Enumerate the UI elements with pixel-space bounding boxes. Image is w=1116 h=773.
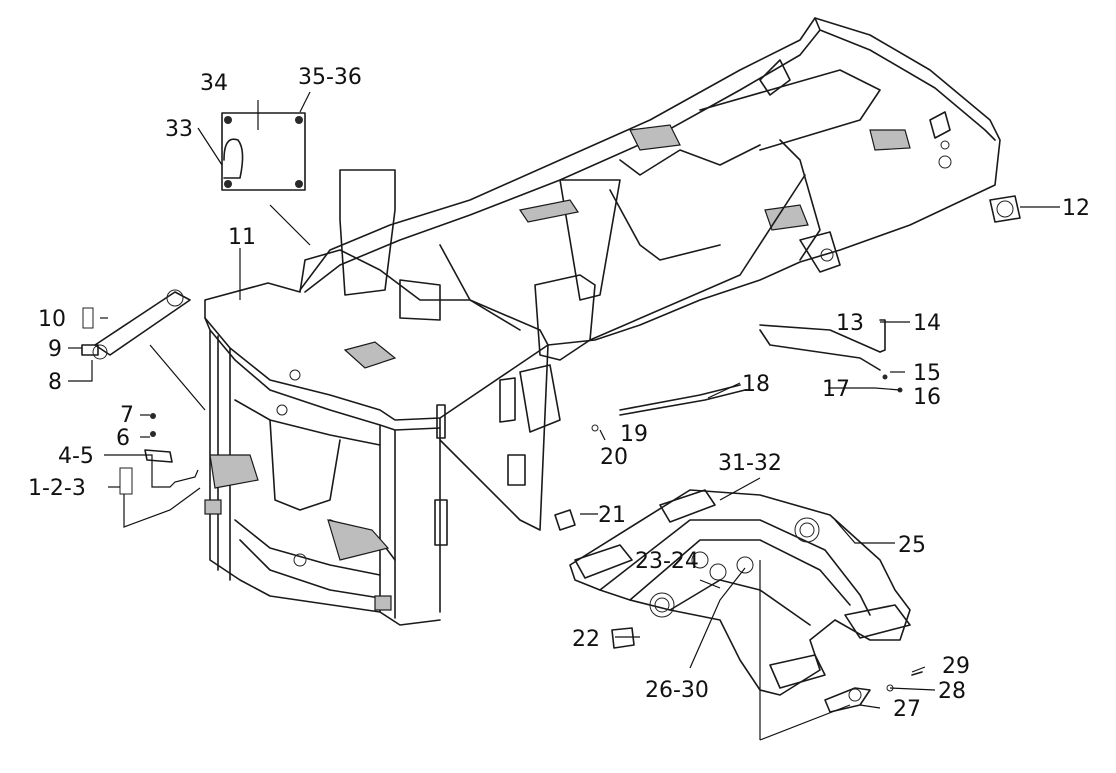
callout-18: 18	[742, 372, 770, 397]
callout-21: 21	[598, 503, 626, 528]
small-parts	[81, 195, 1021, 713]
callout-31-32: 31-32	[718, 451, 782, 476]
callout-4-5: 4-5	[58, 444, 94, 469]
callout-17: 17	[822, 377, 850, 402]
callout-23-24: 23-24	[635, 549, 699, 574]
callout-22: 22	[572, 627, 600, 652]
cover-plate	[221, 112, 306, 191]
callout-15: 15	[913, 361, 941, 386]
leader-lines	[68, 91, 1060, 741]
callout-33: 33	[165, 117, 193, 142]
callout-14: 14	[913, 311, 941, 336]
callout-27: 27	[893, 697, 921, 722]
callout-9: 9	[48, 337, 62, 362]
rear-frame	[299, 17, 1001, 486]
oscillating-frame	[569, 489, 911, 696]
callout-13: 13	[836, 311, 864, 336]
callout-1-2-3: 1-2-3	[28, 476, 86, 501]
callout-8: 8	[48, 370, 62, 395]
front-frame	[204, 249, 549, 626]
callout-29: 29	[942, 654, 970, 679]
callout-10: 10	[38, 307, 66, 332]
callout-16: 16	[913, 385, 941, 410]
callout-20: 20	[600, 445, 628, 470]
callout-34: 34	[200, 71, 228, 96]
callout-7: 7	[120, 403, 134, 428]
callout-35-36: 35-36	[298, 65, 362, 90]
callout-26-30: 26-30	[645, 678, 709, 703]
callout-25: 25	[898, 533, 926, 558]
callout-labels: 34 35-36 33 11 10 9 8 7 6 4-5 1-2-3 12 1…	[28, 65, 1090, 722]
callout-11: 11	[228, 225, 256, 250]
callout-12: 12	[1062, 196, 1090, 221]
callout-19: 19	[620, 422, 648, 447]
callout-6: 6	[116, 426, 130, 451]
callout-28: 28	[938, 679, 966, 704]
